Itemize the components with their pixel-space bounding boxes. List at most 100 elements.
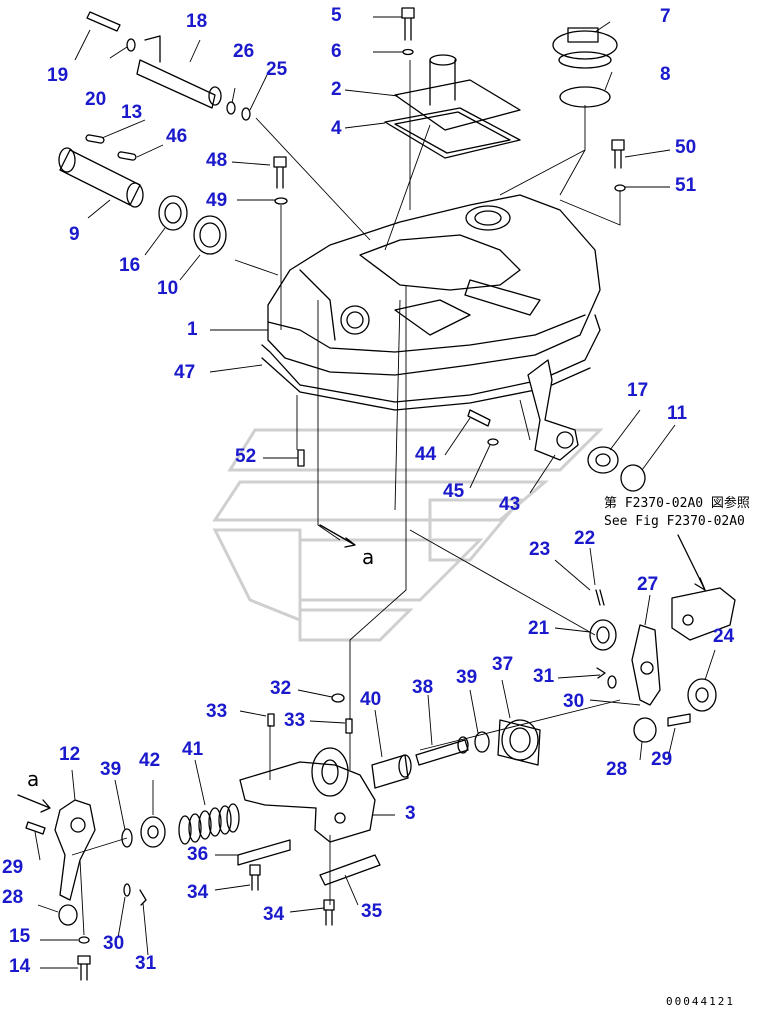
callout-52: 52 [235, 446, 257, 467]
callout-38: 38 [412, 677, 434, 698]
callout-8: 8 [660, 64, 671, 85]
callout-39-left: 39 [100, 759, 122, 780]
callout-30-left: 30 [103, 933, 125, 954]
gasket-4 [384, 107, 521, 159]
callout-18: 18 [186, 11, 208, 32]
main-case [267, 194, 601, 376]
callout-20: 20 [85, 89, 107, 110]
callout-34-right: 34 [263, 904, 285, 925]
document-number: 00044121 [666, 995, 735, 1008]
callout-42: 42 [139, 750, 161, 771]
spring-37 [497, 719, 541, 766]
callout-31-left: 31 [135, 953, 157, 974]
rod-38 [415, 739, 469, 766]
callout-22: 22 [574, 528, 596, 549]
pin-31-left [139, 889, 147, 906]
callout-5: 5 [331, 5, 342, 26]
bolt-34b [323, 899, 335, 911]
spring-41 [178, 803, 240, 845]
callout-44: 44 [415, 444, 437, 465]
callout-21: 21 [528, 618, 550, 639]
key-13 [85, 134, 105, 144]
pin-33a [267, 713, 275, 727]
bolt-44 [467, 409, 491, 427]
callout-28-left: 28 [2, 887, 24, 908]
collar-28-left [58, 904, 78, 926]
callout-1: 1 [187, 319, 198, 340]
bolt-19 [86, 11, 121, 32]
callout-27: 27 [637, 574, 659, 595]
shim-35 [319, 854, 381, 886]
pin-52 [297, 449, 305, 467]
o-ring-8 [559, 86, 611, 108]
callout-26: 26 [233, 41, 255, 62]
callout-43: 43 [499, 494, 521, 515]
washer-26 [226, 101, 236, 115]
callout-4: 4 [331, 118, 342, 139]
callout-25: 25 [266, 59, 288, 80]
callout-31-right: 31 [533, 666, 555, 687]
callout-17: 17 [627, 380, 649, 401]
callout-47: 47 [174, 362, 196, 383]
callout-50: 50 [675, 137, 697, 158]
watermark-logo [212, 428, 604, 642]
callout-34-left: 34 [187, 882, 209, 903]
pin-33b [345, 718, 353, 734]
washer-42 [140, 816, 166, 848]
bolt-5 [401, 7, 415, 19]
callout-6: 6 [331, 41, 342, 62]
washer-15 [78, 936, 90, 944]
leader-lines [34, 16, 716, 969]
reference-note-jp: 第 F2370-02A0 図参照 [604, 496, 750, 511]
callout-40: 40 [360, 689, 382, 710]
callout-36: 36 [187, 844, 209, 865]
callout-30-right: 30 [563, 691, 585, 712]
ring-39 [474, 731, 490, 753]
view-marker-a-top: a [362, 545, 375, 569]
gasket-47 [261, 314, 601, 403]
callout-13: 13 [121, 102, 143, 123]
bolt-14 [77, 955, 91, 965]
callout-24: 24 [713, 626, 735, 647]
pin-32 [331, 693, 345, 703]
bolt-29 [667, 713, 691, 727]
bushing-21 [589, 619, 617, 651]
ring-39-left [121, 828, 133, 848]
bracket-3 [239, 761, 376, 843]
callout-14: 14 [9, 956, 31, 977]
callout-49: 49 [206, 190, 228, 211]
callout-37: 37 [492, 654, 514, 675]
bolt-50 [611, 139, 625, 151]
callout-28-right: 28 [606, 759, 628, 780]
callout-19: 19 [47, 65, 69, 86]
callout-2: 2 [331, 79, 342, 100]
callout-9: 9 [69, 224, 80, 245]
view-arrow [17, 794, 51, 813]
callout-29-left: 29 [2, 857, 24, 878]
cover-2 [394, 79, 521, 131]
fork-detail [671, 587, 736, 641]
callout-23: 23 [529, 539, 551, 560]
callout-41: 41 [182, 739, 204, 760]
roller-24 [687, 678, 717, 712]
cap-7 [552, 30, 618, 60]
callout-12: 12 [59, 744, 81, 765]
shaft-18 [136, 59, 216, 109]
plug-40 [371, 754, 409, 789]
key-46 [117, 151, 137, 161]
bolt-29-left [25, 821, 46, 835]
callout-10: 10 [157, 278, 179, 299]
lever-43 [527, 359, 579, 461]
callout-35: 35 [361, 901, 383, 922]
reference-note-en: See Fig F2370-02A0 [604, 514, 745, 529]
callout-33-right: 33 [284, 710, 306, 731]
callout-29-right: 29 [651, 749, 673, 770]
seal-10 [193, 215, 227, 255]
callout-33-left: 33 [206, 701, 228, 722]
nut-11 [620, 464, 646, 492]
callout-15: 15 [9, 926, 31, 947]
lever-27 [631, 624, 661, 706]
washer-25 [241, 107, 251, 121]
